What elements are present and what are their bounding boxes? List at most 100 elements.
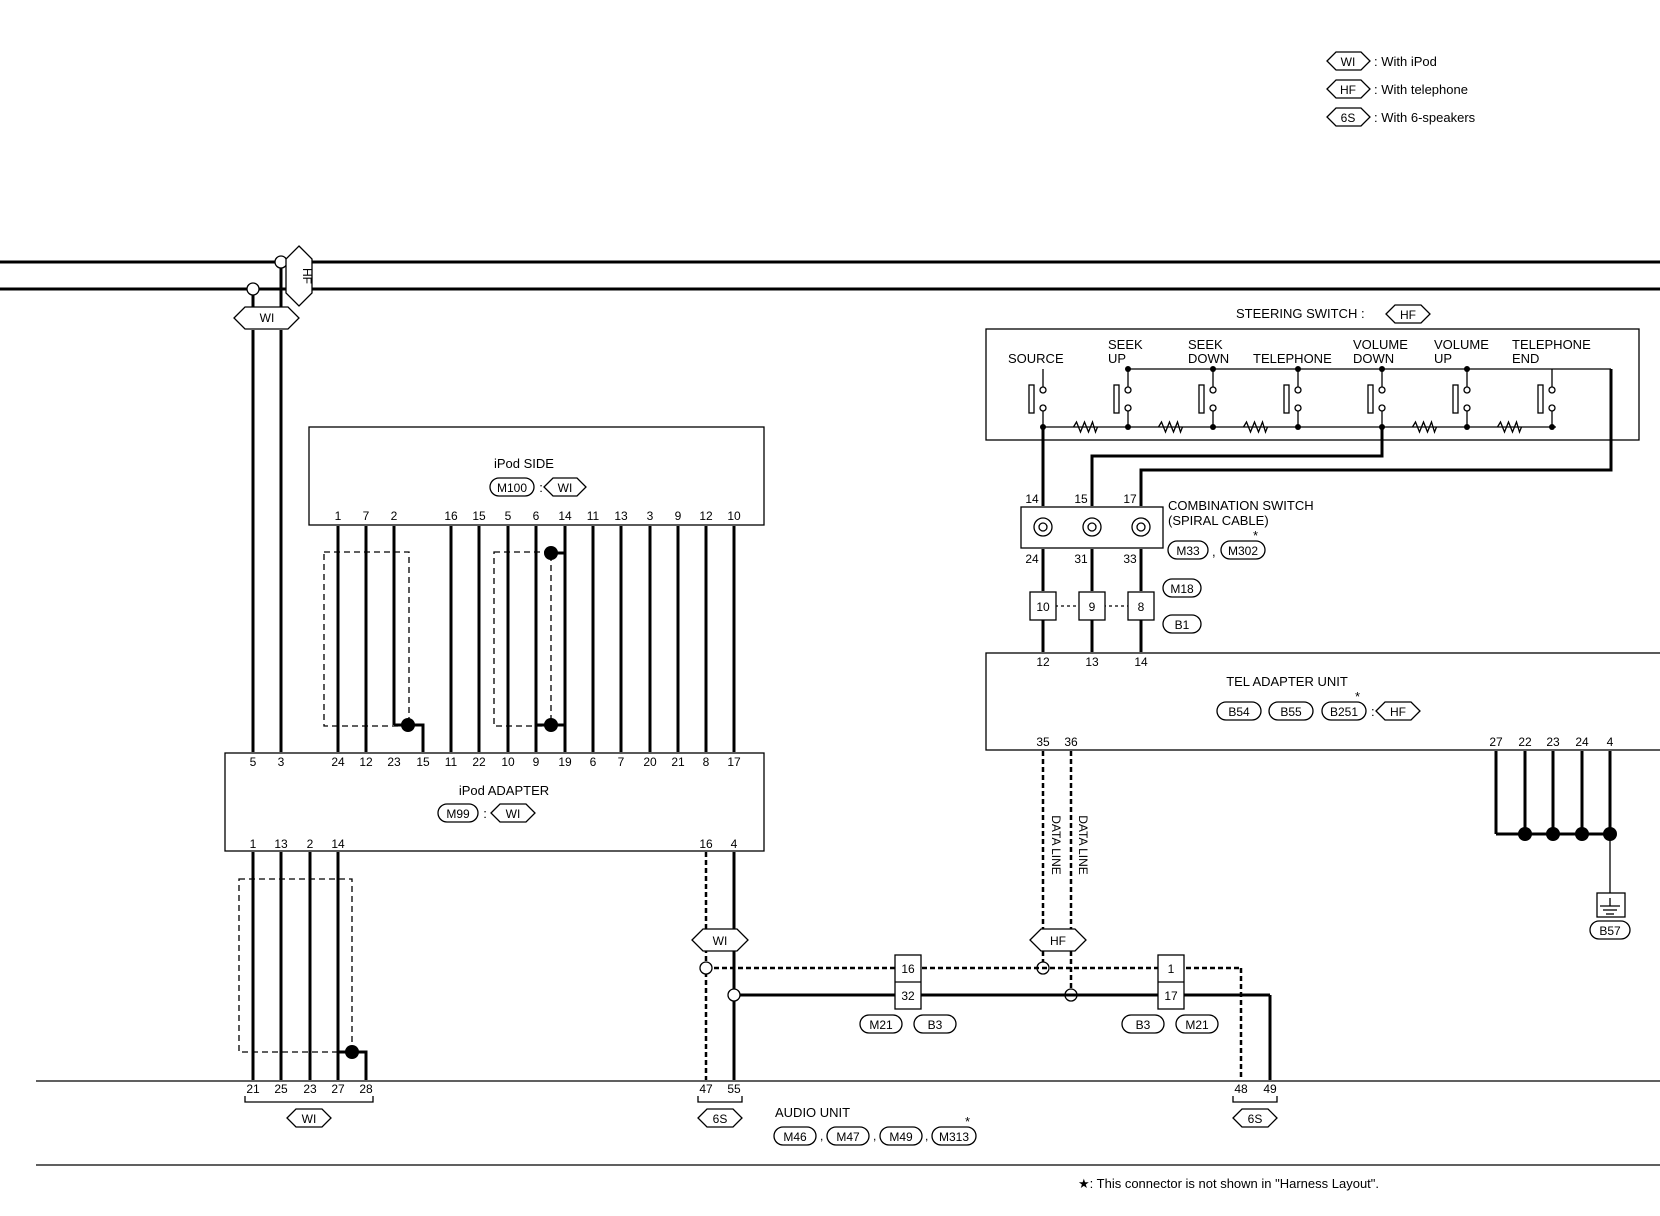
pin-label: 24 bbox=[1025, 552, 1039, 566]
pin-label: 23 bbox=[387, 755, 401, 769]
steering-switch-label: TELEPHONE bbox=[1253, 351, 1332, 366]
pin-label: 21 bbox=[246, 1082, 260, 1096]
pin-label: 22 bbox=[1518, 735, 1532, 749]
switch-icon bbox=[1198, 384, 1205, 414]
spiral-cable-core bbox=[1087, 522, 1097, 532]
audio-left-wi-tag: WI bbox=[302, 1112, 317, 1126]
steering-switch-label: SOURCE bbox=[1008, 351, 1064, 366]
joint-b1: B1 bbox=[1175, 618, 1190, 632]
switch-icon bbox=[1367, 384, 1374, 414]
bus-junction bbox=[246, 282, 260, 296]
tel-sep: : bbox=[1371, 704, 1375, 719]
tel-hf-shape bbox=[1375, 701, 1421, 721]
audio-mid-6s-tag: 6S bbox=[713, 1112, 728, 1126]
pin-label: 14 bbox=[558, 509, 572, 523]
tel-star: * bbox=[1355, 689, 1360, 704]
audio-junction bbox=[727, 988, 741, 1002]
pin-label: 20 bbox=[643, 755, 657, 769]
tel-adapter-title: TEL ADAPTER UNIT bbox=[1226, 674, 1348, 689]
ipod-side-wi-tag: WI bbox=[558, 481, 573, 495]
ipod-adapter-box bbox=[224, 752, 765, 852]
mid-right-m21: M21 bbox=[1185, 1018, 1209, 1032]
mid-right-b3: B3 bbox=[1136, 1018, 1151, 1032]
steering-switch-label: DOWN bbox=[1188, 351, 1229, 366]
pin-label: 11 bbox=[445, 755, 458, 769]
tel-hf-tag: HF bbox=[1390, 705, 1406, 719]
ipod-side-title: iPod SIDE bbox=[494, 456, 554, 471]
joint-pin-box bbox=[1029, 591, 1057, 621]
audio-m47-pill bbox=[826, 1126, 870, 1146]
switch-icon bbox=[1283, 384, 1290, 414]
pin-label: 16 bbox=[901, 962, 915, 976]
pin-label: 8 bbox=[703, 755, 710, 769]
ground-connector: B57 bbox=[1599, 924, 1621, 938]
steering-switch-title: STEERING SWITCH : bbox=[1236, 306, 1365, 321]
pin-label: 9 bbox=[675, 509, 682, 523]
pin-label: 9 bbox=[1089, 600, 1096, 614]
steering-switch-label: SEEK bbox=[1188, 337, 1223, 352]
audio-m46-pill bbox=[773, 1126, 817, 1146]
pin-label: 19 bbox=[558, 755, 572, 769]
ipod-side-box bbox=[308, 426, 765, 526]
pin-label: 16 bbox=[699, 837, 713, 851]
splice-dot bbox=[401, 718, 415, 732]
power-bus: HF WI bbox=[0, 245, 1660, 752]
pin-label: 15 bbox=[416, 755, 430, 769]
pin-label: 17 bbox=[727, 755, 741, 769]
pin-label: 2 bbox=[391, 509, 398, 523]
combination-switch-subtitle: (SPIRAL CABLE) bbox=[1168, 513, 1269, 528]
tel-b54-pill bbox=[1216, 701, 1262, 721]
legend-hf-desc: : With telephone bbox=[1374, 82, 1468, 97]
ipod-adapter-connector: M99 bbox=[446, 807, 470, 821]
mid-left-b3-pill bbox=[913, 1014, 957, 1034]
audio-m49: M49 bbox=[889, 1130, 913, 1144]
combination-switch-title: COMBINATION SWITCH bbox=[1168, 498, 1314, 513]
pin-label: 15 bbox=[1074, 492, 1088, 506]
steering-wires bbox=[1041, 369, 1613, 506]
pin-label: 5 bbox=[505, 509, 512, 523]
svg-text:,: , bbox=[925, 1129, 928, 1143]
pin-label: 6 bbox=[533, 509, 540, 523]
pin-label: 6 bbox=[590, 755, 597, 769]
pin-label: 13 bbox=[614, 509, 628, 523]
switch-icon bbox=[1113, 384, 1120, 414]
mid-left-m21-pill bbox=[859, 1014, 903, 1034]
ipod-side-connector: M100 bbox=[497, 481, 527, 495]
pin-label: 12 bbox=[699, 509, 713, 523]
pin-label: 31 bbox=[1074, 552, 1088, 566]
audio-star: * bbox=[965, 1114, 970, 1129]
pin-label: 9 bbox=[533, 755, 540, 769]
ipod-side-sep: : bbox=[539, 480, 543, 495]
audio-unit-title: AUDIO UNIT bbox=[775, 1105, 850, 1120]
steering-switch-label: VOLUME bbox=[1353, 337, 1408, 352]
legend-wi-tag-shape bbox=[1326, 51, 1371, 71]
pin-label: 8 bbox=[1138, 600, 1145, 614]
ipod-adapter-title: iPod ADAPTER bbox=[459, 783, 549, 798]
legend-hf-tag: HF bbox=[1340, 83, 1356, 97]
legend-wi-desc: : With iPod bbox=[1374, 54, 1437, 69]
pin-label: 7 bbox=[363, 509, 370, 523]
pin-label: 48 bbox=[1234, 1082, 1248, 1096]
ground: B57 bbox=[1494, 751, 1631, 940]
ipod-side-connector-pill bbox=[489, 477, 535, 497]
pin-label: 1 bbox=[250, 837, 257, 851]
ipod-adapter-connector-pill bbox=[437, 803, 479, 823]
pin-label: 22 bbox=[472, 755, 486, 769]
pin-label: 5 bbox=[250, 755, 257, 769]
bus-junction bbox=[274, 255, 288, 269]
tel-b54: B54 bbox=[1228, 705, 1250, 719]
pin-label: 4 bbox=[731, 837, 738, 851]
pin-label: 14 bbox=[1025, 492, 1039, 506]
audio-junction bbox=[699, 961, 713, 975]
pin-label: 36 bbox=[1064, 735, 1078, 749]
pin-label: 12 bbox=[359, 755, 373, 769]
steering-hf-tag: HF bbox=[1400, 308, 1416, 322]
pin-label: 7 bbox=[618, 755, 625, 769]
pin-label: 3 bbox=[278, 755, 285, 769]
mid-left-m21: M21 bbox=[869, 1018, 893, 1032]
bus-hf-tag-shape bbox=[285, 245, 313, 307]
